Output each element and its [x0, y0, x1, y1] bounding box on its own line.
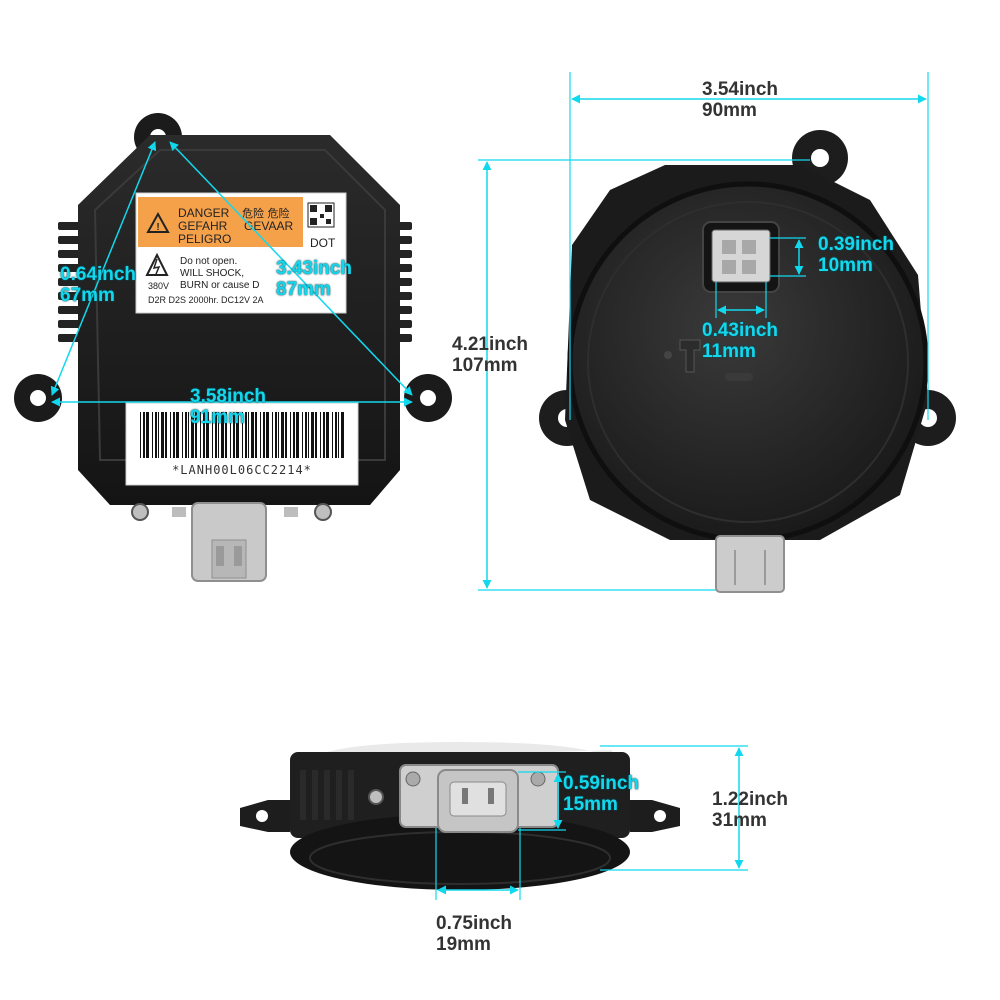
front-diag-label: 3.43inch 87mm [276, 258, 352, 301]
front-diag-inch: 3.43inch [276, 258, 353, 279]
back-width-label: 3.54inch 90mm [702, 79, 778, 122]
cjk-warning-text: 危险 危险 [242, 206, 290, 220]
gevaar-text: GEVAAR [244, 219, 293, 233]
warning-line-3: BURN or cause D [180, 280, 259, 291]
side-height-mm: 31mm [712, 810, 767, 832]
side-height-inch: 1.22inch [712, 789, 789, 810]
voltage-text: 380V [148, 281, 169, 291]
front-view: ! DANGER GEFAHR PELIGRO 危险 危险 GEVAAR DOT… [14, 113, 452, 582]
dim-line-front-diag [169, 141, 413, 396]
gefahr-text: GEFAHR [178, 219, 228, 233]
side-view [240, 742, 680, 890]
peligro-text: PELIGRO [178, 232, 231, 246]
back-width-mm: 90mm [702, 100, 757, 122]
front-height-mm: 67mm [60, 285, 115, 307]
socket-height-label: 0.39inch 10mm [818, 234, 894, 277]
back-vent [679, 339, 701, 373]
barcode-text: *LANH00L06CC2214* [172, 463, 312, 477]
front-diag-mm: 87mm [276, 279, 331, 301]
back-height-label: 4.21inch 107mm [452, 334, 528, 377]
dim-line-front-left [50, 141, 157, 396]
back-width-inch: 3.54inch [702, 79, 779, 100]
side-connector-height-inch: 0.59inch [563, 773, 640, 794]
socket-height-mm: 10mm [818, 255, 873, 277]
front-screw [314, 503, 332, 521]
side-height-label: 1.22inch 31mm [712, 789, 788, 832]
warning-line-2: WILL SHOCK, [180, 268, 244, 279]
front-width-mm: 91mm [190, 407, 245, 429]
front-width-inch: 3.58inch [190, 386, 267, 407]
front-height-label: 0.64inch 67mm [60, 264, 136, 307]
back-height-inch: 4.21inch [452, 334, 529, 355]
danger-text: DANGER [178, 206, 230, 220]
back-height-mm: 107mm [452, 355, 518, 377]
socket-width-mm: 11mm [702, 341, 756, 363]
socket-width-label: 0.43inch 11mm [702, 320, 778, 363]
back-view [539, 130, 956, 593]
front-screw [131, 503, 149, 521]
dot-mark: DOT [310, 236, 336, 250]
side-connector-height-mm: 15mm [563, 794, 618, 816]
dimension-lines [50, 72, 929, 900]
front-height-inch: 0.64inch [60, 264, 137, 285]
socket-width-inch: 0.43inch [702, 320, 779, 341]
svg-text:!: ! [156, 222, 159, 233]
side-connector-width-label: 0.75inch 19mm [436, 913, 512, 956]
side-gasket [290, 814, 630, 890]
qr-code [307, 202, 335, 228]
back-connector [715, 535, 785, 593]
side-connector-width-inch: 0.75inch [436, 913, 513, 934]
spec-text: D2R D2S 2000hr. DC12V 2A [148, 295, 264, 305]
barcode [140, 412, 344, 458]
warning-line-1: Do not open. [180, 256, 237, 267]
front-width-label: 3.58inch 91mm [190, 386, 266, 429]
side-connector-height-label: 0.59inch 15mm [563, 773, 639, 816]
side-connector-width-mm: 19mm [436, 934, 491, 956]
socket-height-inch: 0.39inch [818, 234, 895, 255]
